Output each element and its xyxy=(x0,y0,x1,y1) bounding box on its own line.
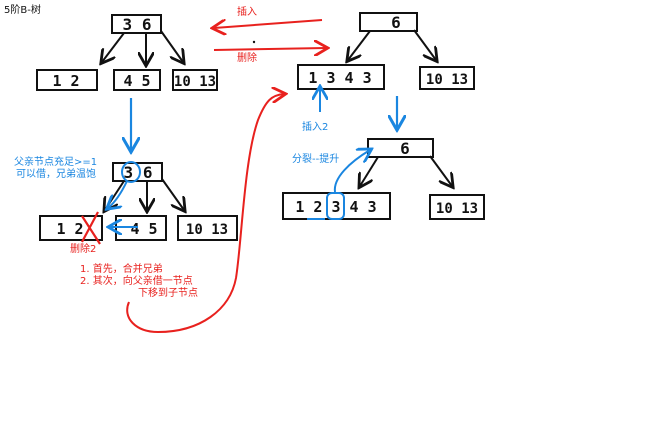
arrow-borrow-blue xyxy=(108,180,128,208)
edge-right xyxy=(429,155,452,186)
note-parent-enough-1: 父亲节点充足>=1 xyxy=(14,155,97,168)
node-child-3-keys: 10 13 xyxy=(186,222,228,238)
edge-left xyxy=(105,180,125,210)
arrow-delete-red xyxy=(213,48,326,50)
node-child-2-keys: 4 5 xyxy=(130,220,157,238)
node-root-keys: 6 xyxy=(400,139,410,158)
node-child-2 xyxy=(429,194,485,220)
edge-right xyxy=(161,178,184,210)
edge-right xyxy=(160,30,183,62)
page-title: 5阶B-树 xyxy=(4,3,41,16)
arrow-insert-red xyxy=(214,19,323,28)
note-parent-enough-2: 可以借，兄弟温饱 xyxy=(16,168,96,180)
node-child-1 xyxy=(36,69,98,91)
node-child-3 xyxy=(177,215,238,241)
highlight-key-3 xyxy=(326,192,345,220)
node-root xyxy=(359,12,418,32)
label-delete-2: 删除2 xyxy=(70,242,96,255)
node-child-1 xyxy=(39,215,103,241)
edge-left xyxy=(102,32,125,62)
step-3: 下移到子节点 xyxy=(138,286,198,299)
node-child-1-keys: 1 3 4 3 xyxy=(308,69,371,87)
node-root-keys: 3 6 xyxy=(124,163,153,182)
node-child-1-keys: 1 2 xyxy=(52,72,79,90)
node-root-keys: 6 xyxy=(391,13,401,32)
edge-right xyxy=(413,29,436,60)
tree-right-top: 6 1 3 4 3 10 13 xyxy=(297,12,475,90)
edge-left xyxy=(348,30,371,60)
tree-left-bottom: 3 6 1 2 4 5 10 13 xyxy=(39,161,238,245)
node-child-2-keys: 10 13 xyxy=(436,201,478,217)
arrow-promote-blue xyxy=(333,150,370,193)
node-child-2-keys: 4 5 xyxy=(123,72,150,90)
label-insert-2: 插入2 xyxy=(302,120,328,133)
delete-cross-icon xyxy=(81,211,101,245)
node-root-keys: 3 6 xyxy=(123,15,152,34)
edge-left xyxy=(360,156,379,186)
arrow-curve-red xyxy=(126,94,284,334)
node-child-3-keys: 10 13 xyxy=(174,74,216,90)
node-child-2 xyxy=(113,69,161,91)
node-root xyxy=(112,162,163,182)
node-root xyxy=(111,14,162,34)
label-insert: 插入 xyxy=(237,5,257,18)
node-child-3 xyxy=(172,69,218,91)
highlight-circle xyxy=(121,161,141,183)
label-delete: 删除 xyxy=(237,51,257,64)
step-2: 2. 其次，向父亲借一节点 xyxy=(80,274,193,287)
label-split-promote: 分裂--提升 xyxy=(292,152,339,165)
node-child-1-keys: 1 2 3 4 3 xyxy=(295,198,376,216)
step-1: 1. 首先，合并兄弟 xyxy=(80,262,163,275)
node-child-1-keys: 1 2 xyxy=(56,220,83,238)
tree-left-top: 3 6 1 2 4 5 10 13 xyxy=(36,14,218,91)
dot-mark xyxy=(252,40,256,44)
node-child-1 xyxy=(297,64,385,90)
tree-right-bottom: 6 1 2 3 4 3 10 13 xyxy=(282,138,485,220)
node-child-2-keys: 10 13 xyxy=(426,72,468,88)
node-child-2 xyxy=(419,66,475,90)
